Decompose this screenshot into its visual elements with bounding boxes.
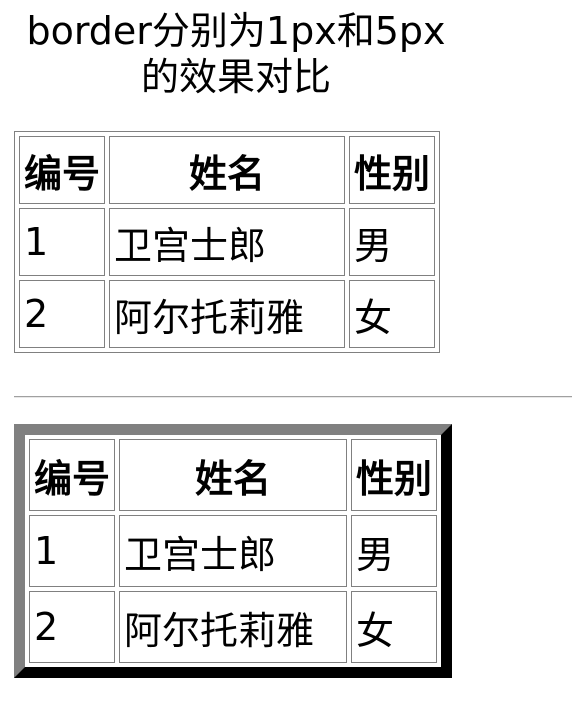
header-id: 编号 [19, 136, 106, 204]
cell-id: 1 [19, 208, 106, 276]
table-row: 2 阿尔托莉雅 女 [19, 280, 436, 348]
page-caption: border分别为1px和5px的效果对比 [26, 9, 446, 99]
cell-gender: 女 [351, 591, 438, 663]
cell-name: 卫宫士郎 [119, 515, 348, 587]
header-name: 姓名 [109, 136, 346, 204]
header-id: 编号 [29, 439, 116, 511]
cell-gender: 男 [349, 208, 436, 276]
table-header-row: 编号 姓名 性别 [29, 439, 438, 511]
cell-name: 阿尔托莉雅 [109, 280, 346, 348]
cell-id: 2 [29, 591, 116, 663]
cell-gender: 女 [349, 280, 436, 348]
table-header-row: 编号 姓名 性别 [19, 136, 436, 204]
table-row: 1 卫宫士郎 男 [19, 208, 436, 276]
cell-name: 阿尔托莉雅 [119, 591, 348, 663]
header-gender: 性别 [349, 136, 436, 204]
table-row: 1 卫宫士郎 男 [29, 515, 438, 587]
table-border-1px: 编号 姓名 性别 1 卫宫士郎 男 2 阿尔托莉雅 女 [14, 131, 441, 353]
horizontal-rule [14, 396, 572, 398]
header-gender: 性别 [351, 439, 438, 511]
header-name: 姓名 [119, 439, 348, 511]
cell-id: 2 [19, 280, 106, 348]
cell-name: 卫宫士郎 [109, 208, 346, 276]
table-row: 2 阿尔托莉雅 女 [29, 591, 438, 663]
table-border-5px: 编号 姓名 性别 1 卫宫士郎 男 2 阿尔托莉雅 女 [14, 424, 453, 678]
cell-id: 1 [29, 515, 116, 587]
cell-gender: 男 [351, 515, 438, 587]
